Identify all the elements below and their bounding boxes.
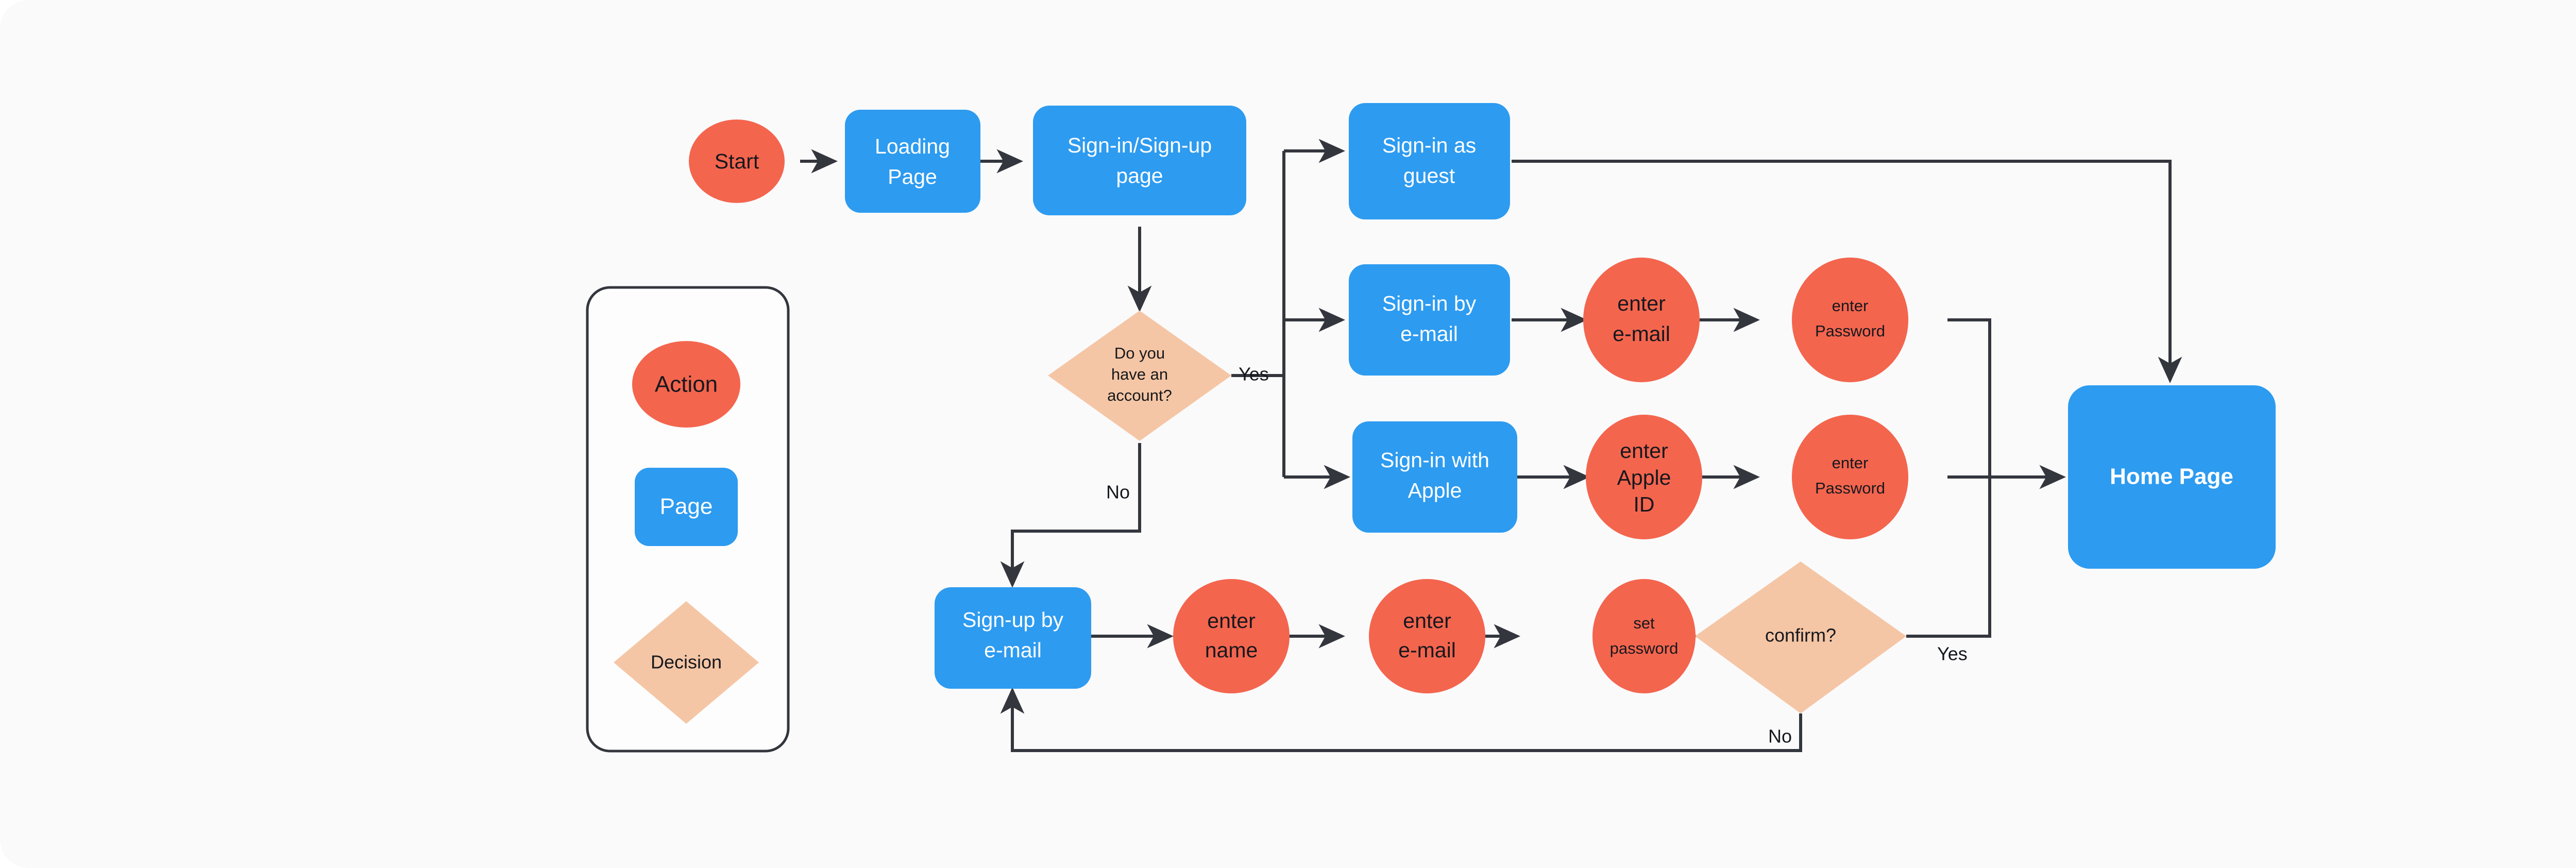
node-enter-email-signin-line2: e-mail [1613, 322, 1670, 346]
edge-label-account-yes: Yes [1239, 364, 1269, 385]
edge-label-account-no: No [1106, 482, 1130, 503]
node-enter-name[interactable] [1173, 579, 1290, 693]
node-signin-as-guest-line2: guest [1403, 164, 1455, 188]
node-loading-page-label-line1: Loading [875, 134, 950, 158]
legend-action-shape [632, 341, 740, 428]
node-home-page-label: Home Page [2110, 464, 2233, 489]
node-enter-email-signup-line2: e-mail [1398, 638, 1456, 662]
node-set-password-line1: set [1633, 614, 1655, 632]
legend-decision-shape [614, 601, 759, 724]
edge-passwordemail-merge [1947, 318, 1991, 477]
legend-page-shape [635, 468, 738, 546]
edge-confirm-no-to-signup [1000, 687, 1802, 752]
legend-decision-label: Decision [651, 652, 722, 673]
node-set-password[interactable] [1592, 579, 1696, 693]
node-enter-password-apple-line1: enter [1832, 454, 1869, 472]
edge-label-confirm-no: No [1768, 726, 1792, 747]
node-enter-apple-id-line3: ID [1634, 492, 1655, 516]
node-decision-confirm-label: confirm? [1765, 625, 1836, 646]
node-enter-email-signup[interactable] [1369, 579, 1485, 693]
edge-guest-to-home [1512, 160, 2182, 384]
node-decision-confirm[interactable] [1695, 561, 1906, 713]
node-decision-have-account[interactable] [1048, 311, 1231, 441]
node-signin-signup-page[interactable] [1033, 106, 1246, 215]
node-signin-as-guest[interactable] [1349, 103, 1510, 219]
node-enter-password-apple[interactable] [1792, 415, 1908, 539]
node-signin-with-apple-line1: Sign-in with [1380, 448, 1489, 472]
node-enter-password-email-line1: enter [1832, 297, 1869, 315]
node-signup-by-email-line1: Sign-up by [962, 608, 1064, 632]
node-loading-page[interactable] [845, 110, 980, 213]
node-enter-name-line2: name [1205, 638, 1258, 662]
node-signin-by-email-line1: Sign-in by [1382, 292, 1477, 315]
node-start-label: Start [715, 149, 759, 173]
node-decision-have-account-line1: Do you [1114, 344, 1165, 362]
legend-page-label: Page [660, 494, 713, 519]
node-signin-by-email-line2: e-mail [1400, 322, 1458, 346]
node-decision-have-account-line3: account? [1107, 386, 1172, 404]
node-enter-email-signup-line1: enter [1403, 609, 1451, 633]
node-decision-have-account-line2: have an [1111, 365, 1168, 383]
node-start[interactable] [689, 120, 785, 203]
node-signin-with-apple[interactable] [1352, 421, 1517, 533]
node-signin-signup-page-label-line1: Sign-in/Sign-up [1067, 133, 1212, 157]
node-enter-email-signin[interactable] [1583, 258, 1700, 382]
edge-confirm-yes-to-home [1906, 477, 1991, 638]
node-signin-by-email[interactable] [1349, 264, 1510, 376]
node-enter-email-signin-line1: enter [1617, 292, 1665, 315]
node-enter-password-email[interactable] [1792, 258, 1908, 382]
node-signin-with-apple-line2: Apple [1408, 479, 1462, 502]
node-signup-by-email[interactable] [935, 587, 1091, 689]
node-enter-name-line1: enter [1207, 609, 1255, 633]
node-signin-as-guest-line1: Sign-in as [1382, 133, 1476, 157]
node-home-page[interactable] [2068, 385, 2276, 569]
node-signup-by-email-line2: e-mail [984, 638, 1042, 662]
node-enter-apple-id-line1: enter [1620, 439, 1668, 463]
node-enter-apple-id[interactable] [1586, 415, 1702, 539]
legend-action-label: Action [655, 372, 718, 397]
edge-decision-no-to-signup [1000, 443, 1141, 588]
edge-label-confirm-yes: Yes [1937, 643, 1968, 665]
node-enter-password-email-line2: Password [1815, 322, 1885, 340]
node-enter-apple-id-line2: Apple [1617, 466, 1671, 489]
node-loading-page-label-line2: Page [888, 165, 937, 189]
node-signin-signup-page-label-line2: page [1116, 164, 1163, 188]
node-enter-password-apple-line2: Password [1815, 479, 1885, 497]
node-set-password-line2: password [1610, 639, 1679, 657]
